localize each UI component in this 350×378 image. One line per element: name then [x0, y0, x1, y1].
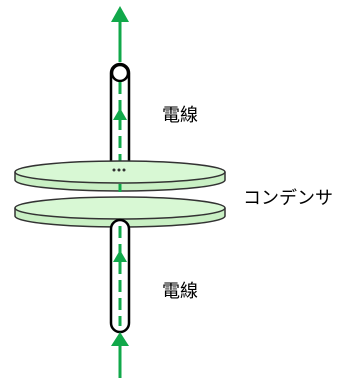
- current-arrowhead-top: [111, 6, 129, 22]
- label-capacitor: コンデンサ: [243, 188, 333, 209]
- current-arrowhead-in-bottom-wire: [113, 250, 127, 262]
- field-dots-icon: [112, 168, 126, 172]
- current-arrowhead-bottom: [111, 332, 129, 346]
- label-wire-bottom: 電線: [162, 281, 198, 302]
- wire-top-end-cross-section: [110, 63, 130, 83]
- label-wire-top: 電線: [162, 105, 198, 126]
- current-arrowhead-in-top-wire: [113, 108, 127, 120]
- capacitor-plate-upper: [14, 160, 226, 192]
